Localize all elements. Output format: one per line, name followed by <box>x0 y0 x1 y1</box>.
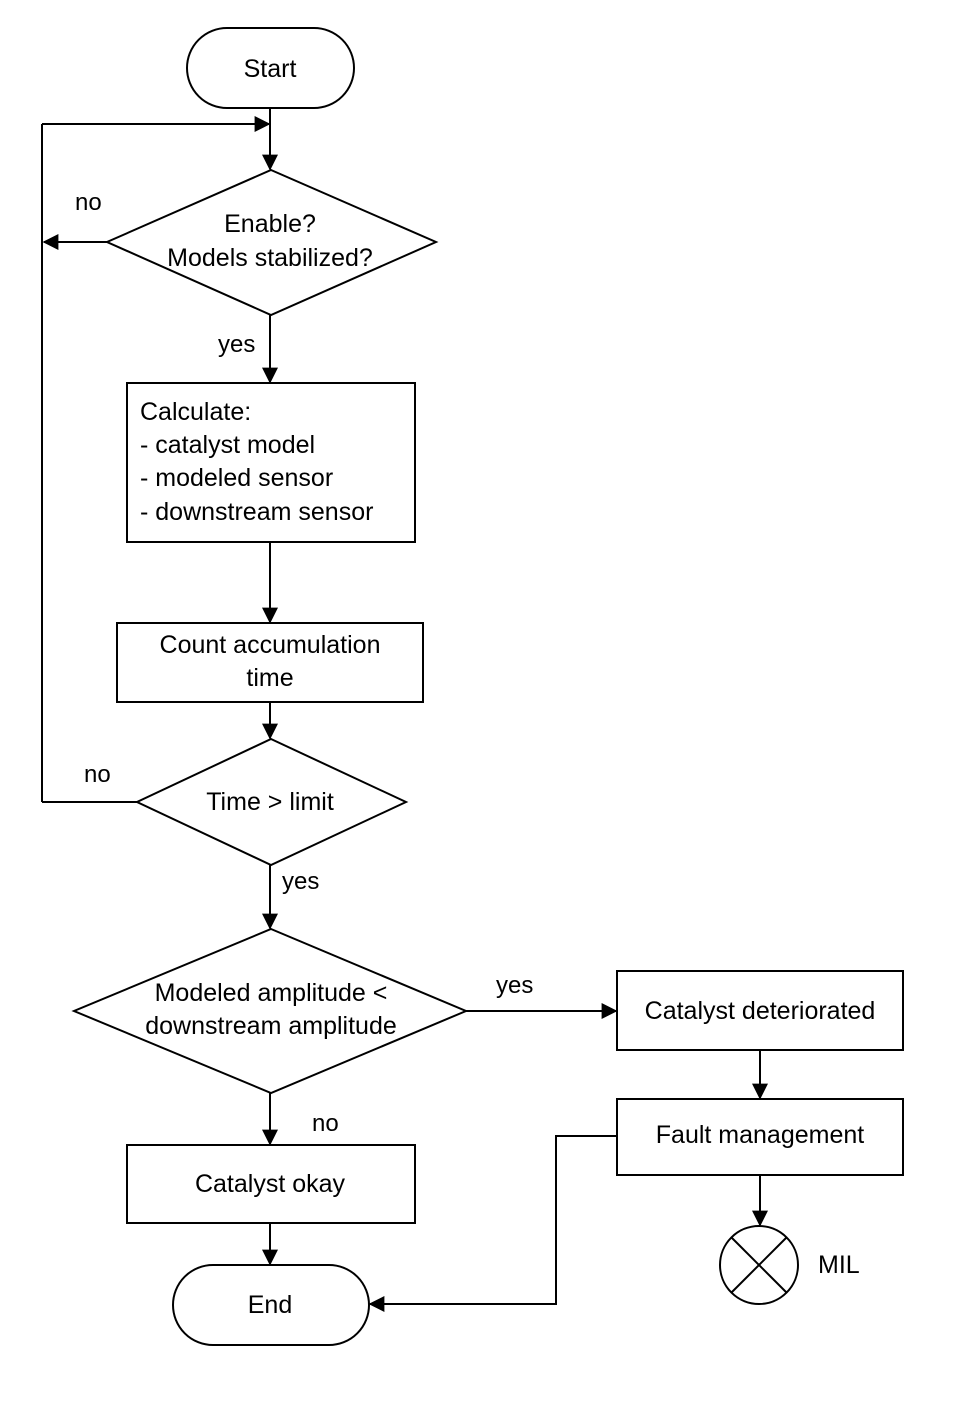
arrow-fault-to-end <box>368 1135 617 1312</box>
amplitude-label-line2: downstream amplitude <box>145 1012 397 1040</box>
catalyst-okay-label: Catalyst okay <box>195 1170 346 1198</box>
enable-yes-label: yes <box>218 331 255 358</box>
enable-label-line1: Enable? <box>224 210 316 238</box>
catalyst-deteriorated-box <box>616 970 904 1051</box>
enable-decision <box>104 168 439 317</box>
enable-label-line2: Models stabilized? <box>167 244 373 272</box>
count-accumulation-line1: Count accumulation <box>160 631 381 659</box>
catalyst-deteriorated-label: Catalyst deteriorated <box>645 997 876 1025</box>
amplitude-yes-label: yes <box>496 972 533 999</box>
calculate-item-downstream-sensor: - downstream sensor <box>140 498 373 526</box>
fault-management-label: Fault management <box>656 1121 865 1149</box>
calculate-item-catalyst-model: - catalyst model <box>140 431 315 459</box>
amplitude-no-label: no <box>312 1110 339 1137</box>
calculate-item-modeled-sensor: - modeled sensor <box>140 464 333 492</box>
amplitude-label-line1: Modeled amplitude < <box>155 979 388 1007</box>
end-label: End <box>248 1291 292 1319</box>
mil-label: MIL <box>818 1251 860 1279</box>
start-label: Start <box>244 55 297 83</box>
enable-no-label: no <box>75 189 102 216</box>
time-limit-label: Time > limit <box>206 788 334 816</box>
mil-lamp-icon <box>719 1225 799 1305</box>
calculate-box <box>126 382 416 543</box>
amplitude-decision <box>71 927 469 1095</box>
calculate-title: Calculate: <box>140 398 251 426</box>
time-yes-label: yes <box>282 868 319 895</box>
count-accumulation-line2: time <box>246 664 293 692</box>
time-no-label: no <box>84 761 111 788</box>
